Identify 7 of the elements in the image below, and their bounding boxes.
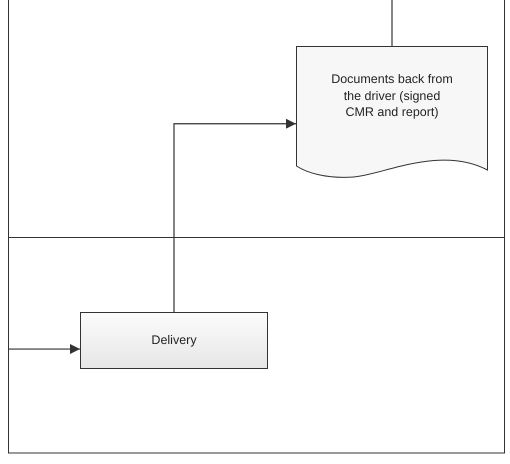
process-box bbox=[80, 312, 268, 369]
node-label: Documents back from the driver (signed CMR and report) bbox=[330, 70, 454, 122]
node-label: Delivery bbox=[151, 332, 197, 349]
document-shape bbox=[296, 46, 488, 180]
arrow bbox=[173, 118, 296, 312]
connector-line bbox=[391, 0, 393, 46]
arrow bbox=[8, 344, 80, 354]
